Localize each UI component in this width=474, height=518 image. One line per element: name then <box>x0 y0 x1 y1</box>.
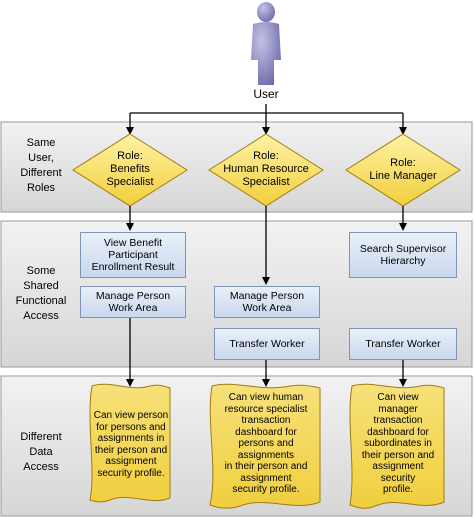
function-search-supervisor-hierarchy: Search Supervisor Hierarchy <box>349 232 457 278</box>
section-label-roles: Same User, Different Roles <box>20 137 62 194</box>
function-manage-person-work-area-benefits: Manage Person Work Area <box>80 286 186 318</box>
data-note-hr <box>209 383 321 509</box>
section-label-functional: Some Shared Functional Access <box>15 265 67 322</box>
role-label-manager: Role: Line Manager <box>369 157 437 182</box>
data-note-benefits <box>89 383 171 503</box>
function-view-benefit-enrollment: View Benefit Participant Enrollment Resu… <box>80 232 186 278</box>
user-label: User <box>253 87 279 101</box>
section-label-data: Different Data Access <box>20 431 62 473</box>
user-icon <box>251 2 281 85</box>
role-label-hr: Role: Human Resource Specialist <box>223 150 309 188</box>
role-label-benefits: Role: Benefits Specialist <box>106 150 154 188</box>
function-transfer-worker-manager: Transfer Worker <box>349 328 457 360</box>
function-transfer-worker-hr: Transfer Worker <box>214 328 320 360</box>
data-access-benefits-text: Can view person for persons and assignme… <box>93 410 169 479</box>
data-note-manager <box>349 383 445 509</box>
function-manage-person-work-area-hr: Manage Person Work Area <box>214 286 320 318</box>
data-access-manager-text: Can view manager transaction dashboard f… <box>361 392 435 495</box>
role-connectors <box>126 206 407 387</box>
user-connectors <box>126 104 407 135</box>
data-access-hr-text: Can view human resource specialist trans… <box>224 392 308 495</box>
